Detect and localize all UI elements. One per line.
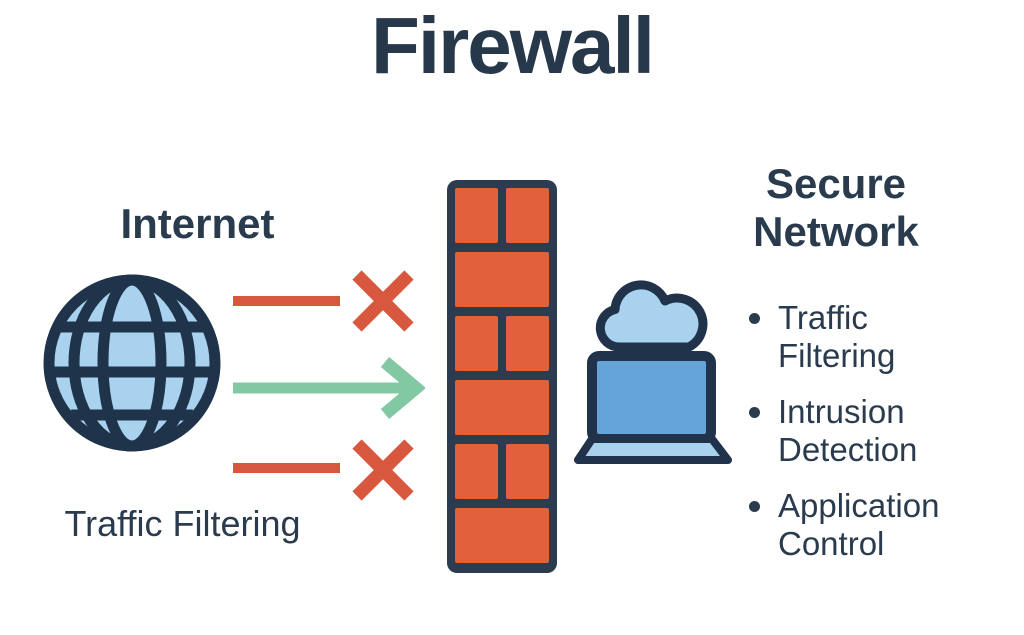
list-item: Application Control [749, 487, 979, 562]
list-item-label: Intrusion Detection [778, 393, 918, 468]
internet-label: Internet [120, 200, 275, 247]
page-title: Firewall [371, 1, 655, 90]
bullet-dot-icon [749, 407, 760, 419]
blocked-x-icon [233, 439, 414, 501]
bullet-dot-icon [749, 501, 760, 513]
brick-wall-icon [447, 180, 557, 573]
traffic-flow-arrows [233, 270, 425, 501]
blocked-x-icon [233, 270, 414, 332]
list-item-label: Traffic Filtering [778, 299, 896, 374]
list-item: Traffic Filtering [749, 299, 979, 374]
bullet-dot-icon [749, 313, 760, 324]
allowed-arrow-icon [233, 357, 425, 419]
traffic-filtering-caption: Traffic Filtering [64, 503, 301, 544]
cloud-icon [595, 280, 708, 352]
list-item-label: Application Control [778, 487, 940, 563]
secure-network-heading: Secure Network [753, 160, 919, 256]
laptop-icon [574, 351, 732, 464]
list-item: Intrusion Detection [749, 393, 979, 468]
secure-network-feature-list: Traffic Filtering Intrusion Detection Ap… [749, 299, 979, 582]
globe-icon [43, 274, 221, 452]
